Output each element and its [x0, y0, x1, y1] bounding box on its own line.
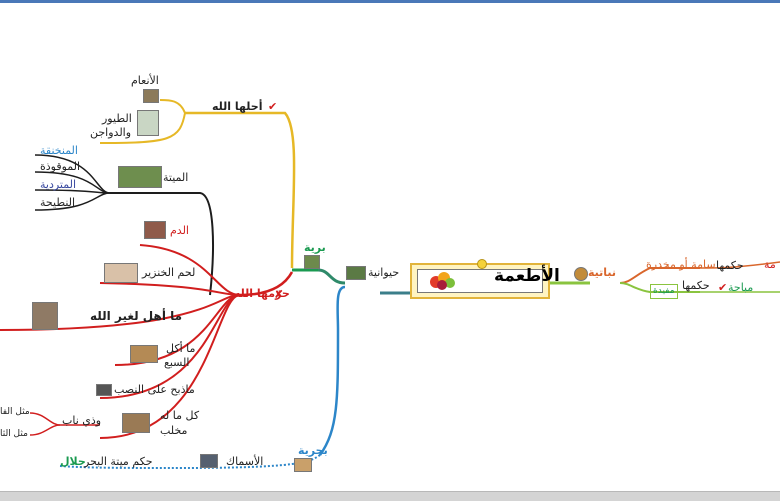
livestock-thumbnail — [143, 89, 159, 103]
node-allowed-box[interactable]: مفيدة — [650, 284, 678, 299]
pig-thumbnail — [104, 263, 138, 283]
root-node[interactable] — [410, 263, 550, 299]
link-carrion — [110, 192, 214, 296]
node-allowed[interactable]: مباحة — [728, 281, 754, 294]
check-icon-allowed: ✔ — [718, 281, 728, 294]
node-forbidden-cut[interactable]: مة — [764, 258, 776, 271]
node-pork[interactable]: لحم الخنزير — [142, 266, 196, 279]
node-predator-line1[interactable]: ما أكل — [166, 342, 196, 355]
node-blood[interactable]: الدم — [170, 224, 189, 237]
node-claw-line2[interactable]: مخلب — [160, 424, 188, 437]
sacrifice-thumbnail — [32, 302, 58, 330]
node-other-than-god[interactable]: ما أهل لغير الله — [90, 309, 183, 323]
node-ruling2[interactable]: حكمها — [682, 279, 710, 292]
link-land-forbidden — [239, 271, 294, 297]
link-animal-sea — [318, 285, 346, 456]
fruit-basket-icon — [430, 272, 455, 290]
window-top-border — [0, 0, 780, 3]
sea-thumbnail — [294, 458, 312, 472]
plant-thumbnail — [574, 267, 588, 281]
link-permitted-poultry — [99, 112, 186, 144]
node-land[interactable]: برية — [304, 241, 326, 254]
node-livestock[interactable]: الأنعام — [131, 74, 159, 87]
node-plant[interactable]: نباتية — [588, 266, 617, 279]
fish-thumbnail — [200, 454, 218, 468]
node-halal[interactable]: حلال — [60, 455, 86, 468]
node-forbidden[interactable]: حرّمها الله — [234, 287, 290, 300]
carrion-thumbnail — [118, 166, 162, 188]
poultry-thumbnail — [137, 110, 159, 136]
blood-thumbnail — [144, 221, 166, 239]
node-sea-carrion[interactable]: حكم ميتة البحر — [84, 455, 153, 468]
node-poultry-line2[interactable]: والدواجن — [90, 126, 132, 139]
node-gored[interactable]: النطيحة — [40, 196, 76, 209]
node-harmful[interactable]: سامة أو مخدرة — [646, 258, 716, 271]
node-carrion[interactable]: الميتة — [163, 171, 189, 184]
node-claw-line1[interactable]: كل ما له — [160, 409, 200, 422]
cross-icon: ✘ — [274, 288, 284, 301]
claw-thumbnail — [122, 413, 150, 433]
node-ruling[interactable]: حكمها — [716, 259, 744, 272]
link-animal-land — [317, 268, 346, 285]
check-icon: ✔ — [268, 100, 278, 113]
link-permitted-livestock — [159, 99, 186, 114]
node-sea[interactable]: بحرية — [298, 444, 328, 457]
altar-thumbnail — [96, 384, 112, 396]
node-animal[interactable]: حيوانية — [368, 266, 400, 279]
window-bottom-bar — [0, 491, 780, 501]
root-handle[interactable] — [477, 259, 487, 269]
node-beaten[interactable]: الموقوذة — [40, 160, 81, 173]
node-fish[interactable]: الأسماك — [226, 455, 264, 468]
cattle-thumbnail — [346, 266, 366, 280]
node-altar[interactable]: ماذبح على النصب — [114, 383, 195, 396]
node-fang[interactable]: وذي ناب — [62, 414, 102, 427]
node-fang-ex1[interactable]: مثل الفا — [0, 407, 30, 417]
predator-thumbnail — [130, 345, 158, 363]
node-predator-line2[interactable]: السبع — [164, 356, 190, 369]
land-thumbnail — [304, 255, 320, 269]
node-permitted[interactable]: أحلها الله — [212, 100, 263, 113]
root-title: الأطعمة — [494, 266, 560, 286]
link-land-permitted — [185, 111, 296, 269]
node-strangled[interactable]: المنخنقة — [40, 144, 78, 157]
node-fallen[interactable]: المتردية — [40, 178, 77, 191]
node-poultry-line1[interactable]: الطيور — [102, 112, 132, 125]
node-fang-ex2[interactable]: مثل الثا — [0, 429, 28, 439]
